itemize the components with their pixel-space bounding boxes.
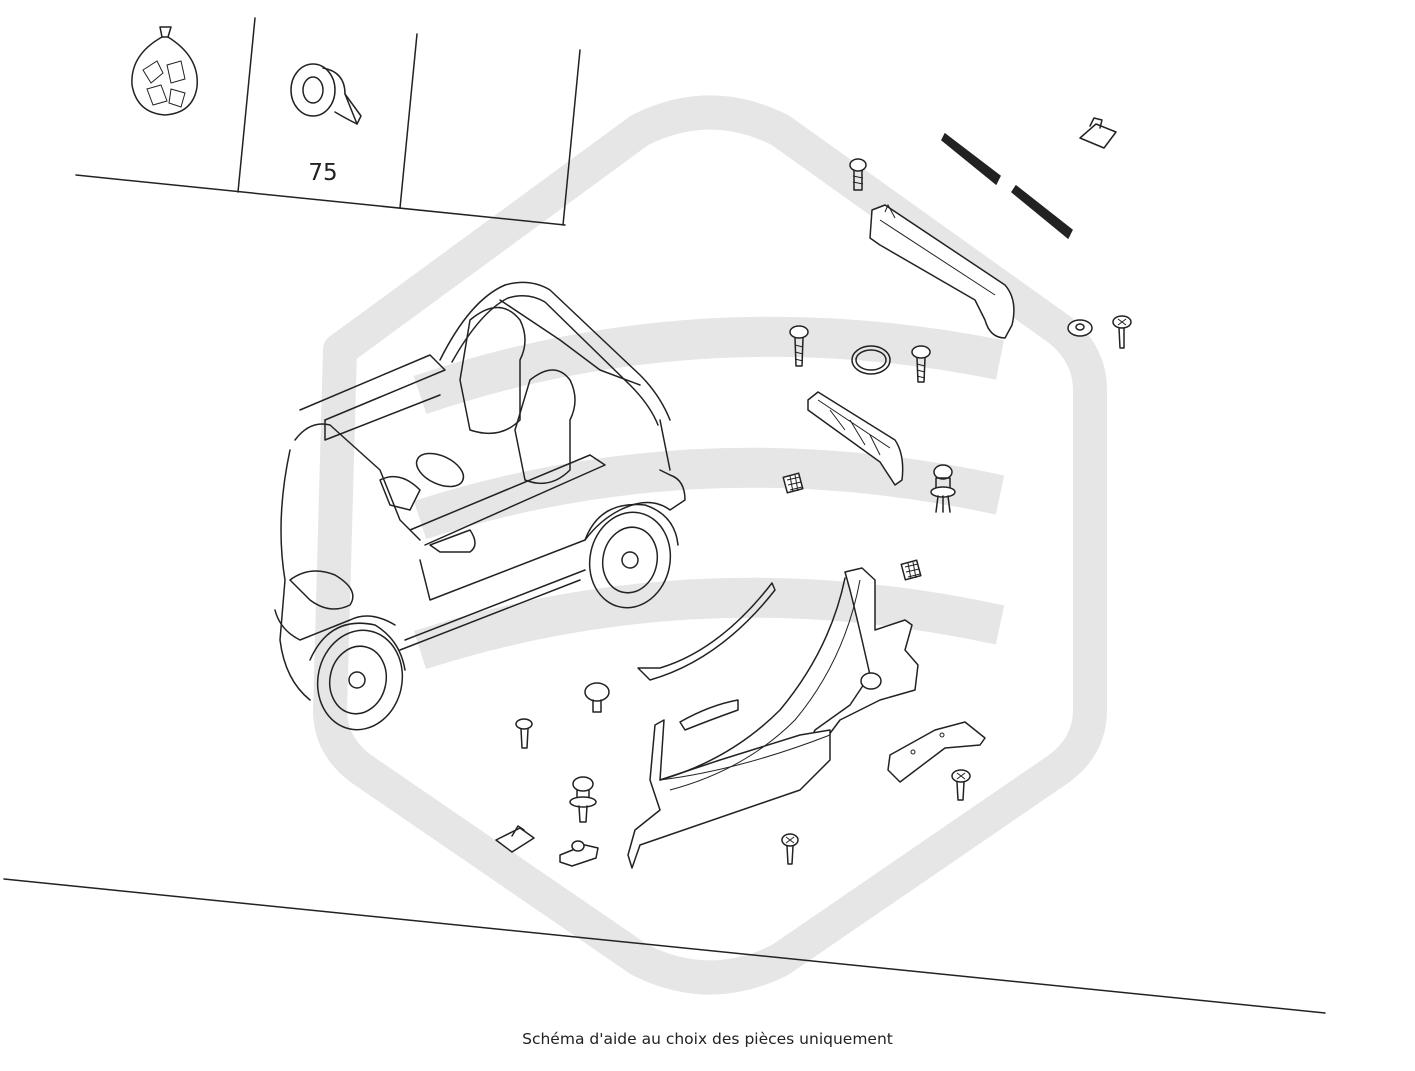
legend-box: 75 (75, 17, 581, 226)
screw-lower-right[interactable] (951, 769, 971, 801)
car-illustration (274, 281, 686, 731)
screw-right[interactable] (1112, 315, 1132, 349)
seal-strip-upper[interactable] (941, 132, 1001, 186)
push-rivet-right[interactable] (930, 464, 956, 513)
o-ring[interactable] (851, 345, 891, 375)
screw-lower-mid[interactable] (781, 833, 799, 865)
parts-bag-icon (131, 26, 198, 116)
frame-bottom-line (3, 878, 1326, 1014)
clip-nut-top[interactable] (1079, 117, 1117, 149)
screw-mid-right[interactable] (911, 345, 931, 383)
washer-right[interactable] (1067, 319, 1093, 337)
screw-mid-left[interactable] (789, 325, 809, 367)
screw-top[interactable] (849, 158, 867, 191)
rear-fender-panel[interactable] (799, 567, 919, 781)
adhesive-tape-icon (290, 63, 362, 125)
mud-flap[interactable] (887, 721, 986, 783)
tape-part-number: 75 (308, 160, 337, 186)
sill-bracket[interactable] (807, 391, 904, 486)
parts-group (495, 117, 1132, 869)
front-wheel (309, 622, 406, 731)
seal-strip-lower[interactable] (1010, 184, 1073, 240)
bolt-with-washer[interactable] (569, 776, 597, 823)
screw-lower-left[interactable] (515, 718, 533, 749)
watermark-logo (313, 95, 1107, 995)
wheel-arch-trim[interactable] (679, 699, 739, 731)
clip-nut-left[interactable] (495, 825, 535, 853)
door-seal-strip[interactable] (637, 582, 776, 681)
push-rivet-left[interactable] (584, 682, 610, 713)
sill-trim-lower[interactable] (627, 719, 831, 869)
sill-trim-upper[interactable] (869, 204, 1015, 339)
retainer-nut[interactable] (559, 840, 599, 867)
rear-wheel (584, 503, 679, 609)
diagram-caption: Schéma d'aide au choix des pièces unique… (522, 1030, 893, 1048)
